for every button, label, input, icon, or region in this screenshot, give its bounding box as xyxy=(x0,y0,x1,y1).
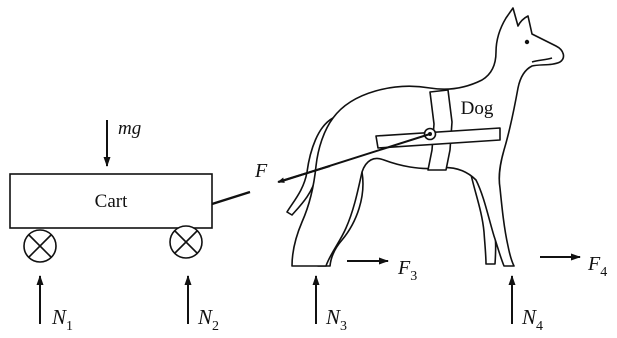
tow-rope: F xyxy=(211,133,431,206)
svg-text:N1: N1 xyxy=(51,305,73,334)
friction-force-F3: F3 xyxy=(347,257,417,284)
dog-eye xyxy=(524,39,530,45)
friction-force-F4: F4 xyxy=(540,253,607,280)
N1-subscript: 1 xyxy=(66,319,73,334)
F-label: F xyxy=(254,160,268,182)
dog-label: Dog xyxy=(461,98,494,119)
N3-label: N xyxy=(325,305,341,329)
rope-force-arrow xyxy=(277,165,331,183)
cart-label: Cart xyxy=(95,191,128,212)
mg-label: mg xyxy=(118,118,141,139)
N1-label: N xyxy=(51,305,67,329)
svg-text:F3: F3 xyxy=(397,257,417,284)
normal-force-N3: N3 xyxy=(312,275,347,334)
normal-force-N1: N1 xyxy=(36,275,73,334)
cart-wheel-left xyxy=(23,229,57,263)
N2-subscript: 2 xyxy=(212,319,219,334)
svg-text:N2: N2 xyxy=(197,305,219,334)
N4-label: N xyxy=(521,305,537,329)
dog xyxy=(286,7,565,267)
cart-body xyxy=(9,173,213,229)
F3-label: F xyxy=(397,257,411,279)
normal-force-N4: N4 xyxy=(508,275,543,334)
N2-label: N xyxy=(197,305,213,329)
harness-band xyxy=(375,127,501,149)
F4-label: F xyxy=(587,253,601,275)
F4-subscript: 4 xyxy=(600,265,607,280)
normal-force-N2: N2 xyxy=(184,275,219,334)
cart-wheel-right xyxy=(169,225,203,259)
svg-text:F4: F4 xyxy=(587,253,607,280)
svg-text:N4: N4 xyxy=(521,305,543,334)
gravity-force-mg: mg xyxy=(103,118,141,167)
N3-subscript: 3 xyxy=(340,319,347,334)
N4-subscript: 4 xyxy=(536,319,543,334)
svg-text:N3: N3 xyxy=(325,305,347,334)
cart: Cart xyxy=(9,173,213,263)
F3-subscript: 3 xyxy=(410,269,417,284)
dog-mouth xyxy=(531,57,553,63)
